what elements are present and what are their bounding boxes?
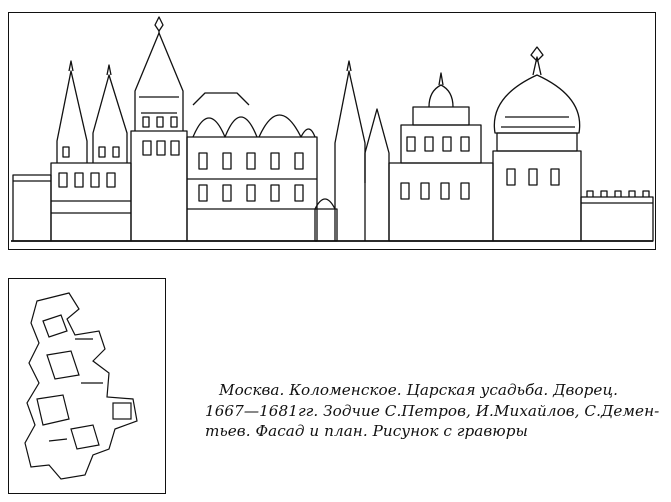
caption-line-1: Москва. Коломенское. Царская усадьба. Дв… (219, 381, 618, 399)
palace-plan-drawing (24, 292, 138, 480)
caption-line-2: 1667—1681гг. Зодчие С.Петров, И.Михайлов… (205, 401, 660, 420)
palace-facade-drawing (11, 16, 654, 242)
facade-drawing-frame (8, 12, 656, 250)
caption-line-3: тьев. Фасад и план. Рисунок с гравюры (205, 422, 528, 440)
figure-caption: Москва. Коломенское. Царская усадьба. Дв… (205, 380, 665, 442)
plan-drawing-frame (8, 278, 166, 494)
